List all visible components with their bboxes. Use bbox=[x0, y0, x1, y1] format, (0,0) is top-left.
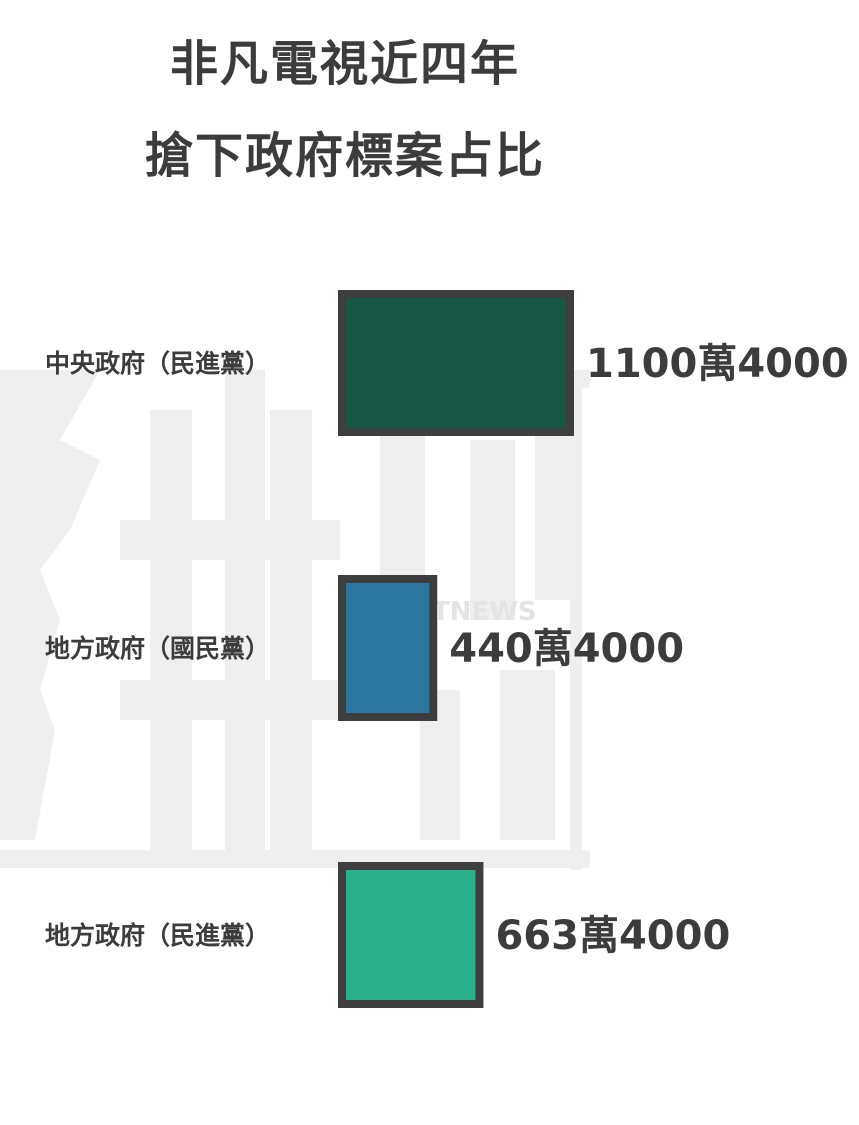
bar-1 bbox=[338, 290, 574, 436]
watermark-text: TNEWS bbox=[432, 597, 537, 627]
chart-title-line-1: 非凡電視近四年 bbox=[169, 36, 520, 92]
chart-title-line-2: 搶下政府標案占比 bbox=[144, 128, 545, 184]
category-label-2: 地方政府（國民黨） bbox=[45, 634, 270, 663]
value-label-3: 663萬4000 bbox=[495, 913, 730, 959]
value-label-1: 1100萬4000 bbox=[586, 341, 849, 387]
category-label-3: 地方政府（民進黨） bbox=[45, 921, 270, 950]
value-label-2: 440萬4000 bbox=[449, 626, 684, 672]
category-label-1: 中央政府（民進黨） bbox=[45, 349, 270, 378]
bar-3 bbox=[338, 862, 484, 1008]
bar-2 bbox=[338, 575, 438, 721]
